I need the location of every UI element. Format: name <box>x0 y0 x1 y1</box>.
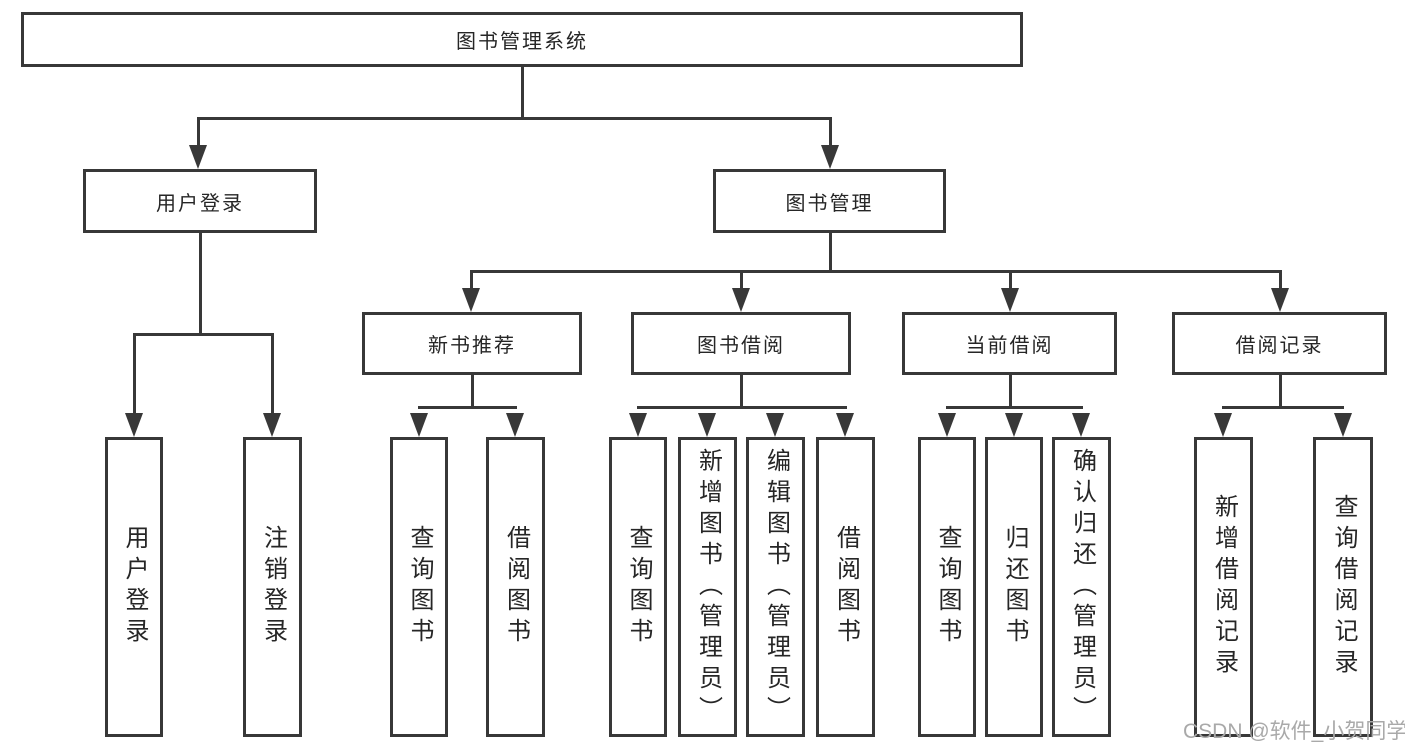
arrowhead-down-icon <box>263 413 281 437</box>
connector-vline <box>1279 270 1282 292</box>
connector-vline <box>829 233 832 272</box>
connector-vline <box>740 375 743 408</box>
node-label: 图书管理 <box>785 192 874 215</box>
arrowhead-down-icon <box>1001 288 1019 312</box>
leaf-borrow-books: 借阅图书 <box>486 437 545 737</box>
node-current-borrow: 当前借阅 <box>902 312 1117 375</box>
node-label: 当前借阅 <box>965 335 1054 357</box>
node-borrow-records: 借阅记录 <box>1172 312 1387 375</box>
node-label: 新书推荐 <box>428 335 516 357</box>
arrowhead-down-icon <box>1214 413 1232 437</box>
connector-vline <box>1279 375 1282 408</box>
connector-vline <box>199 233 202 334</box>
arrowhead-down-icon <box>125 413 143 437</box>
leaf-label: 借阅图书 <box>832 525 860 649</box>
leaf-add-borrow-record: 新增借阅记录 <box>1194 437 1253 737</box>
node-book-borrow: 图书借阅 <box>631 312 851 375</box>
leaf-query-borrow-record: 查询借阅记录 <box>1313 437 1373 737</box>
leaf-label: 查询图书 <box>406 525 433 649</box>
connector-vline <box>521 67 524 120</box>
connector-vline <box>740 270 743 292</box>
leaf-borrow-books: 借阅图书 <box>816 437 875 737</box>
leaf-label: 归还图书 <box>1001 525 1028 649</box>
leaf-label: 新增图书（管理员） <box>694 447 722 727</box>
leaf-return-books: 归还图书 <box>985 437 1043 737</box>
connector-vline <box>133 333 136 413</box>
leaf-query-books: 查询图书 <box>609 437 667 737</box>
watermark-text: CSDN @软件_小贺同学 <box>1183 720 1405 743</box>
arrowhead-down-icon <box>938 413 956 437</box>
connector-hline <box>946 406 1083 409</box>
arrowhead-down-icon <box>410 413 428 437</box>
leaf-query-books: 查询图书 <box>918 437 976 737</box>
leaf-user-login: 用户登录 <box>105 437 163 737</box>
connector-vline <box>1009 270 1012 292</box>
arrowhead-down-icon <box>836 413 854 437</box>
leaf-label: 用户登录 <box>121 525 148 649</box>
arrowhead-down-icon <box>189 145 207 169</box>
arrowhead-down-icon <box>462 288 480 312</box>
arrowhead-down-icon <box>821 145 839 169</box>
node-label: 借阅记录 <box>1235 335 1324 357</box>
connector-hline <box>637 406 847 409</box>
connector-vline <box>470 270 473 292</box>
connector-hline <box>470 270 1282 273</box>
connector-hline <box>418 406 517 409</box>
leaf-add-books-admin: 新增图书（管理员） <box>678 437 737 737</box>
leaf-label: 编辑图书（管理员） <box>762 447 790 727</box>
node-label: 图书管理系统 <box>456 31 588 53</box>
node-book-mgmt: 图书管理 <box>713 169 946 233</box>
connector-vline <box>197 117 200 149</box>
arrowhead-down-icon <box>1005 413 1023 437</box>
arrowhead-down-icon <box>1334 413 1352 437</box>
connector-vline <box>1009 375 1012 408</box>
node-new-books: 新书推荐 <box>362 312 582 375</box>
arrowhead-down-icon <box>1072 413 1090 437</box>
connector-hline <box>197 117 832 120</box>
leaf-label: 查询图书 <box>625 525 652 649</box>
node-label: 用户登录 <box>156 192 244 215</box>
arrowhead-down-icon <box>1271 288 1289 312</box>
node-root: 图书管理系统 <box>21 12 1023 67</box>
leaf-edit-books-admin: 编辑图书（管理员） <box>746 437 805 737</box>
leaf-label: 新增借阅记录 <box>1210 494 1238 680</box>
leaf-logout: 注销登录 <box>243 437 302 737</box>
connector-vline <box>271 333 274 413</box>
leaf-label: 查询借阅记录 <box>1330 494 1357 680</box>
leaf-label: 确认归还（管理员） <box>1068 447 1096 727</box>
arrowhead-down-icon <box>698 413 716 437</box>
connector-hline <box>1222 406 1344 409</box>
node-user-login: 用户登录 <box>83 169 317 233</box>
leaf-query-books: 查询图书 <box>390 437 448 737</box>
connector-vline <box>471 375 474 408</box>
connector-vline <box>829 117 832 149</box>
node-label: 图书借阅 <box>697 335 785 357</box>
leaf-confirm-return-admin: 确认归还（管理员） <box>1052 437 1111 737</box>
arrowhead-down-icon <box>629 413 647 437</box>
leaf-label: 注销登录 <box>259 525 287 649</box>
leaf-label: 查询图书 <box>934 525 961 649</box>
connector-hline <box>133 333 274 336</box>
leaf-label: 借阅图书 <box>502 525 530 649</box>
arrowhead-down-icon <box>506 413 524 437</box>
arrowhead-down-icon <box>732 288 750 312</box>
arrowhead-down-icon <box>766 413 784 437</box>
